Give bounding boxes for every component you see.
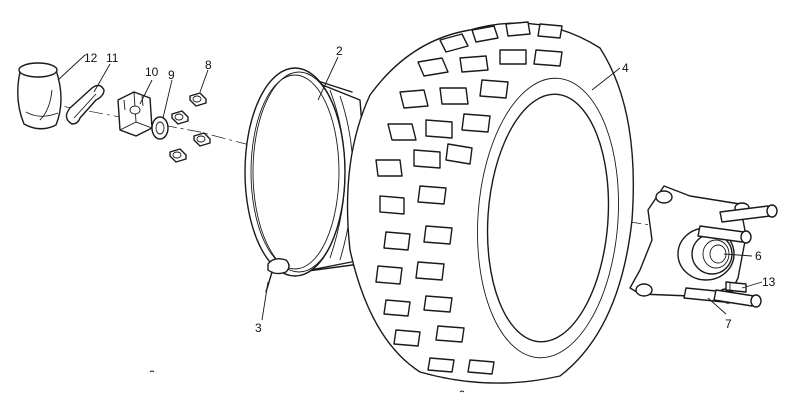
leader-line-7 xyxy=(707,297,727,315)
leader-line-12 xyxy=(57,54,86,81)
leader-line-9 xyxy=(162,79,173,119)
part-13-hub-bolts xyxy=(725,281,747,293)
leader-line-8 xyxy=(199,69,209,93)
callout-part-2: 2 xyxy=(336,44,343,58)
callout-part-10: 10 xyxy=(145,65,159,79)
scrap-mark xyxy=(459,390,465,393)
callout-part-13: 13 xyxy=(762,275,776,289)
leader-line-10 xyxy=(139,79,153,105)
leader-line-13 xyxy=(741,281,763,289)
callout-part-12: 12 xyxy=(84,51,98,65)
callout-part-3: 3 xyxy=(255,321,262,335)
callout-part-11: 11 xyxy=(106,51,119,65)
part-11-cotter-pin xyxy=(65,84,105,125)
leader-line-6 xyxy=(723,253,753,257)
part-4-tire xyxy=(346,21,635,384)
leader-line-4 xyxy=(591,67,621,91)
part-10-castle-nut xyxy=(117,91,153,137)
callout-part-9: 9 xyxy=(168,68,175,82)
tire-tread-lugs xyxy=(375,21,563,375)
scrap-mark xyxy=(149,370,155,373)
part-3-valve-stem xyxy=(265,257,290,293)
callout-part-8: 8 xyxy=(205,58,212,72)
leader-line-11 xyxy=(93,63,111,93)
part-12-hub-cap xyxy=(17,62,62,130)
callout-part-6: 6 xyxy=(755,249,762,263)
leader-line-3 xyxy=(261,281,269,321)
leader-line-2 xyxy=(317,56,339,101)
leader-lines xyxy=(57,54,763,321)
part-7-hub-studs xyxy=(683,204,778,308)
callout-labels: 2 3 4 6 7 8 9 10 11 12 13 xyxy=(84,44,776,335)
callout-part-7: 7 xyxy=(725,317,732,331)
part-8-lug-nuts xyxy=(169,92,211,163)
part-9-washer xyxy=(151,116,169,140)
callout-part-4: 4 xyxy=(622,61,629,75)
